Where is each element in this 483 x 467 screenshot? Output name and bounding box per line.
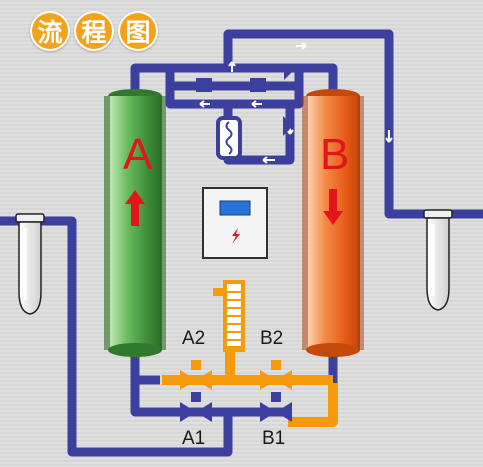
valve-b1-label: B1	[262, 428, 286, 449]
outlet-pipe	[223, 29, 483, 219]
top-purge-pipe	[130, 63, 338, 97]
tower-b-down-arrow	[323, 189, 343, 225]
tower-a-bottom-pipe	[130, 348, 288, 417]
arrow-outlet-down	[385, 130, 393, 143]
arrow-left-4	[251, 100, 262, 108]
lightning-icon	[232, 228, 240, 244]
valve-b1	[260, 392, 292, 422]
purge-heater	[216, 116, 242, 160]
controller-box	[202, 187, 268, 259]
purge-valve-group	[196, 64, 293, 136]
regen-silencer	[213, 280, 245, 352]
arrow-heater-left	[262, 156, 275, 164]
tower-b-label: B	[320, 130, 350, 179]
tower-a-up-arrow	[125, 190, 145, 226]
valve-a1	[180, 392, 212, 422]
inlet-pipe	[0, 216, 233, 457]
title-char-1: 流	[30, 11, 70, 51]
arrow-left-3	[199, 100, 210, 108]
b-return-pipe	[288, 383, 338, 427]
outlet-filter	[423, 209, 453, 311]
tower-a-label: A	[123, 130, 153, 179]
inlet-filter	[15, 213, 45, 315]
diagram-title: 流 程 图	[30, 11, 158, 51]
valve-a1-label: A1	[182, 428, 206, 449]
valve-b2-label: B2	[260, 328, 284, 349]
arrow-up	[228, 61, 236, 72]
blue-pipe-network	[0, 29, 483, 457]
valve-a2	[180, 360, 212, 390]
valve-b2	[260, 360, 292, 390]
title-char-3: 图	[118, 11, 158, 51]
valve-a2-label: A2	[182, 328, 206, 349]
title-char-2: 程	[74, 11, 114, 51]
arrow-top-right	[296, 42, 307, 50]
